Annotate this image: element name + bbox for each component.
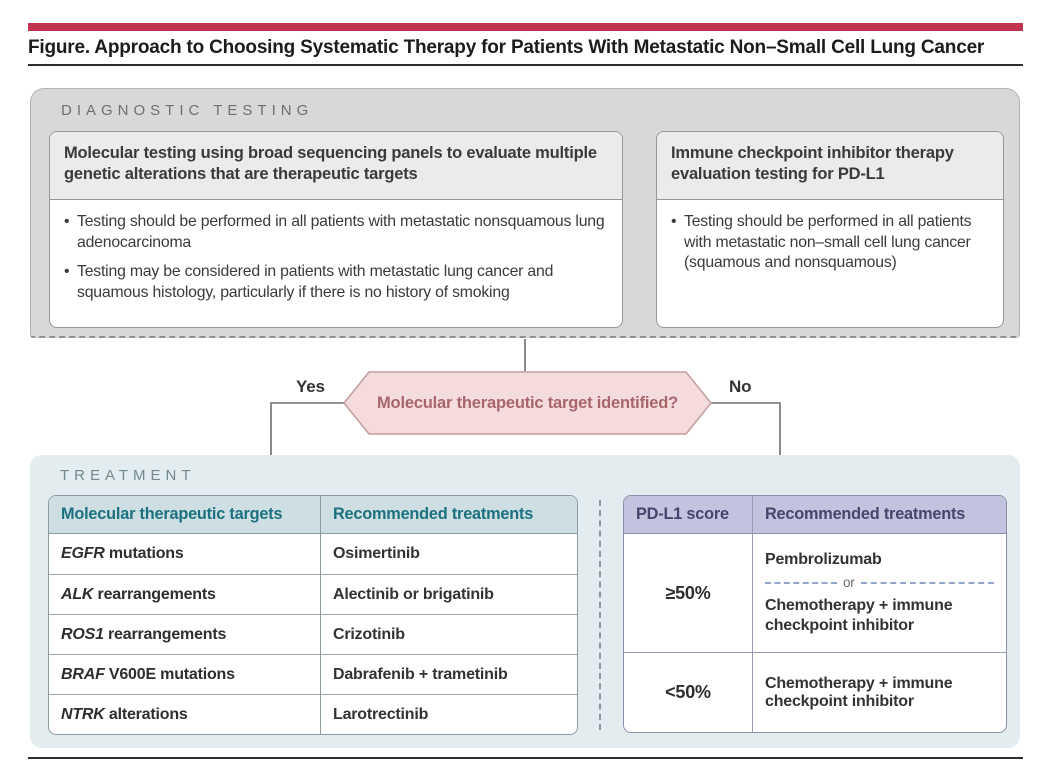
diagnostic-testing-panel: DIAGNOSTIC TESTING Molecular testing usi… <box>30 88 1020 338</box>
title-divider <box>28 64 1023 66</box>
table-row-treatment: Osimertinib <box>333 545 420 562</box>
column-header: Recommended treatments <box>321 496 577 534</box>
decision-question: Molecular therapeutic target identified? <box>377 394 678 412</box>
molecular-testing-box: Molecular testing using broad sequencing… <box>49 131 623 328</box>
bullet-item: Testing may be considered in patients wi… <box>64 262 608 303</box>
column-header: Recommended treatments <box>753 496 1006 534</box>
table-row-target: EGFR mutations <box>49 534 321 574</box>
figure-bottom-rule <box>28 757 1023 759</box>
or-divider: or <box>765 576 994 590</box>
no-branch-label: No <box>729 377 752 396</box>
table-row-target: ROS1 rearrangements <box>49 614 321 654</box>
table-row-target: NTRK alterations <box>49 694 321 734</box>
table-row-treatment: Pembrolizumab or Chemotherapy + immune c… <box>753 534 1006 652</box>
diagnostic-section-label: DIAGNOSTIC TESTING <box>61 102 314 119</box>
bullet-item: Testing should be performed in all patie… <box>671 212 989 274</box>
table-row-treatment: Chemotherapy + immune checkpoint inhibit… <box>753 652 1006 732</box>
table-row-target: ALK rearrangements <box>49 574 321 614</box>
figure-title: Figure. Approach to Choosing Systematic … <box>28 37 985 58</box>
bullet-item: Testing should be performed in all patie… <box>64 212 608 253</box>
treatment-panel: TREATMENT Molecular therapeutic targets … <box>30 455 1020 748</box>
molecular-testing-box-header: Molecular testing using broad sequencing… <box>50 132 622 200</box>
column-header: Molecular therapeutic targets <box>49 496 321 534</box>
treatment-option: Chemotherapy + immune checkpoint inhibit… <box>765 596 953 634</box>
pdl1-score-table: PD-L1 score Recommended treatments ≥50% … <box>623 495 1007 733</box>
treatment-section-label: TREATMENT <box>60 467 196 484</box>
molecular-testing-box-body: Testing should be performed in all patie… <box>50 200 622 324</box>
molecular-targets-table: Molecular therapeutic targets Recommende… <box>48 495 578 735</box>
table-row-target: BRAF V600E mutations <box>49 654 321 694</box>
treatment-option: Pembrolizumab <box>765 551 882 569</box>
table-row-treatment: Alectinib or brigatinib <box>321 574 577 614</box>
decision-hexagon <box>343 371 712 435</box>
accent-top-bar <box>28 23 1023 31</box>
pdl1-testing-box-body: Testing should be performed in all patie… <box>657 200 1003 295</box>
yes-branch-label: Yes <box>296 377 325 396</box>
table-row-treatment: Dabrafenib + trametinib <box>321 654 577 694</box>
pdl1-testing-box-header: Immune checkpoint inhibitor therapy eval… <box>657 132 1003 200</box>
table-row-treatment: Larotrectinib <box>321 694 577 734</box>
column-header: PD-L1 score <box>624 496 753 534</box>
tables-dashed-divider <box>599 500 601 730</box>
table-row-treatment: Crizotinib <box>321 614 577 654</box>
or-label: or <box>843 575 855 591</box>
table-row-score: <50% <box>624 652 753 732</box>
table-row-score: ≥50% <box>624 534 753 652</box>
pdl1-testing-box: Immune checkpoint inhibitor therapy eval… <box>656 131 1004 328</box>
